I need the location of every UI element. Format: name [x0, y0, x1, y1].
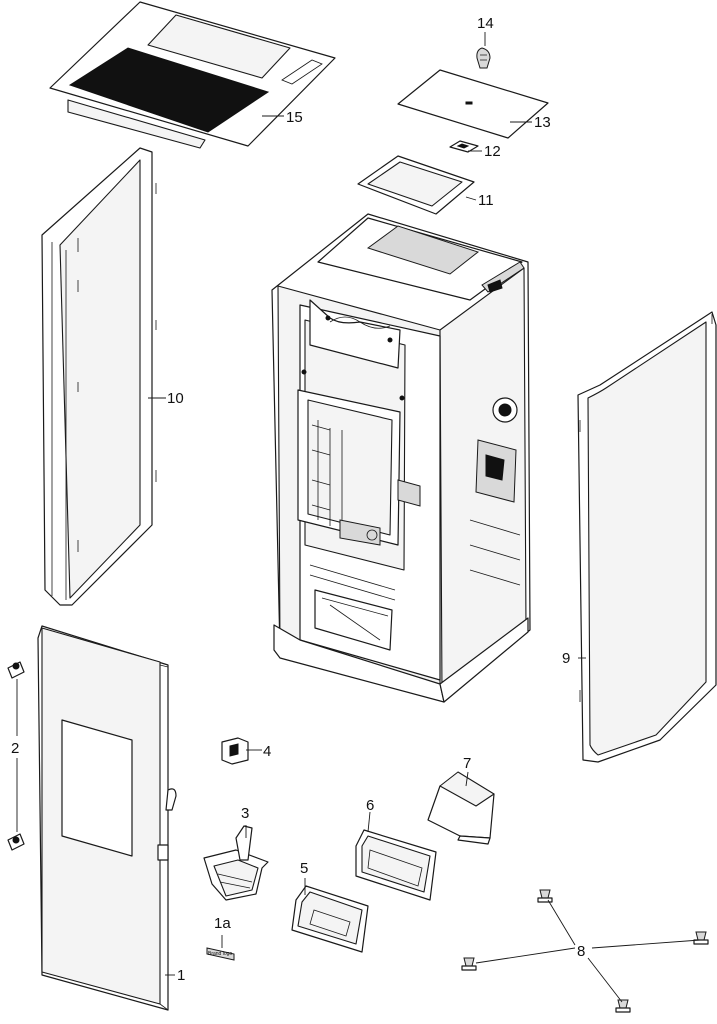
callout-5: 5	[300, 860, 308, 877]
callout-1a: 1a	[214, 915, 231, 932]
part-14-knob	[476, 47, 491, 69]
part-10-left-side-panel	[41, 147, 157, 606]
callout-11: 11	[478, 192, 494, 209]
part-1a-logo-badge: Brand logo	[206, 947, 235, 961]
callout-10: 10	[167, 390, 184, 407]
part-3-brazier	[203, 825, 269, 901]
callout-1: 1	[177, 967, 185, 984]
part-6-gasket	[355, 829, 437, 901]
part-11-gasket-frame	[357, 155, 475, 215]
part-4-bracket	[221, 737, 249, 765]
part-13-plate	[397, 69, 549, 139]
part-15-top-cover	[49, 1, 336, 149]
part-5-gasket	[291, 885, 369, 953]
callout-7: 7	[463, 755, 471, 772]
callout-15: 15	[286, 109, 303, 126]
callout-6: 6	[366, 797, 374, 814]
leader-lines	[148, 32, 701, 1003]
callout-2: 2	[11, 740, 19, 757]
part-7-deflector	[427, 771, 495, 845]
part-9-right-side-panel	[577, 311, 717, 763]
part-12-small-plate	[449, 140, 479, 153]
part-1-front-door-panel	[37, 625, 177, 1011]
callout-labels: 1 1a 2 3 4 5 6 7 8 9 10 11 12 13 14 15	[11, 15, 585, 984]
callout-14: 14	[477, 15, 494, 32]
callout-4: 4	[263, 743, 271, 760]
callout-8: 8	[577, 943, 585, 960]
part-2-hinges	[7, 661, 25, 851]
callout-13: 13	[534, 114, 551, 131]
callout-9: 9	[562, 650, 570, 667]
callout-3: 3	[241, 805, 249, 822]
badge-1a-text: Brand logo	[208, 951, 232, 957]
stove-body	[271, 213, 531, 703]
callout-12: 12	[484, 143, 501, 160]
